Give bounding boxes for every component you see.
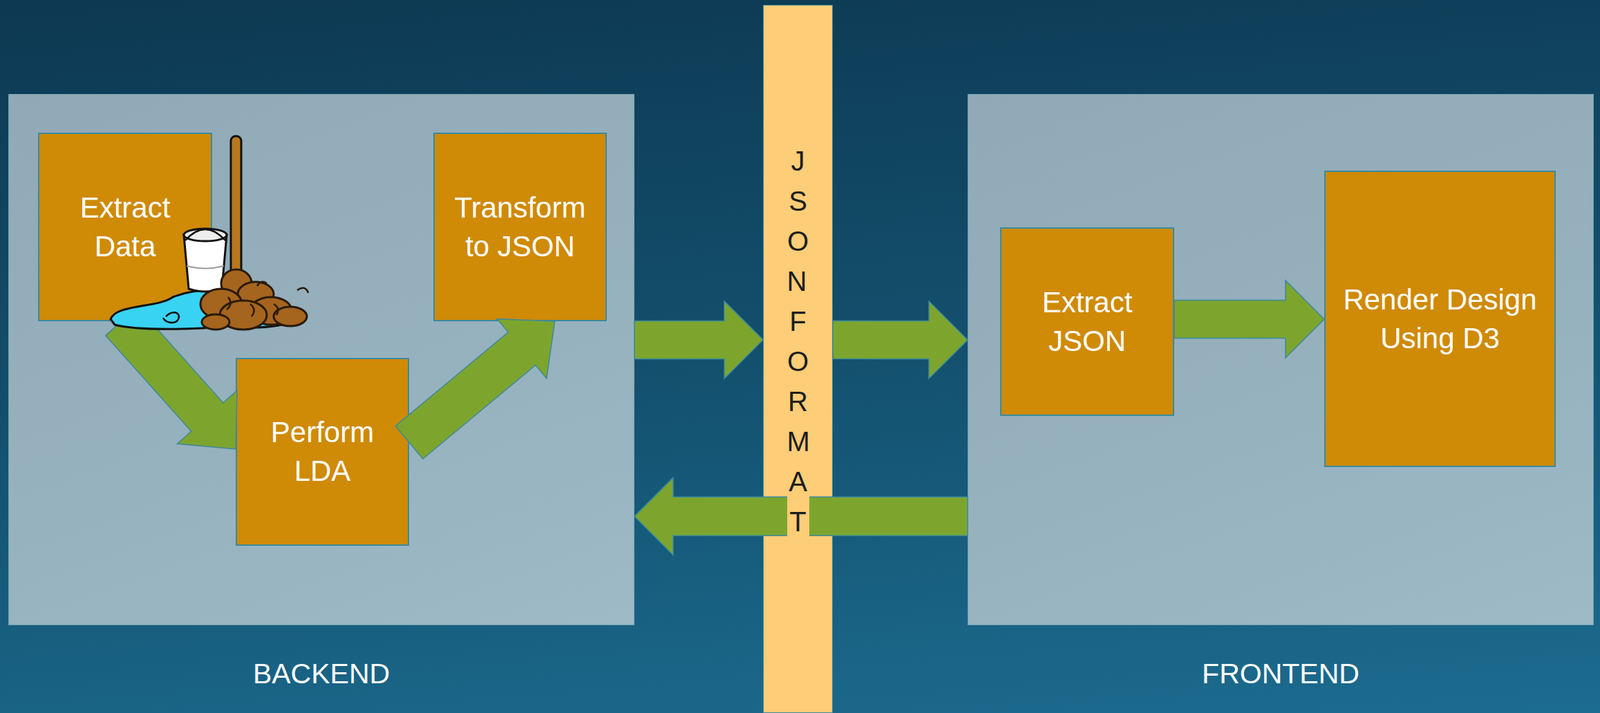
mop-curl xyxy=(226,297,231,310)
process-box: Render Design Using D3 xyxy=(1324,170,1556,468)
section-panel: FRONTENDExtract JSONRender Design Using … xyxy=(967,93,1594,626)
format-band: JSON FORMAT xyxy=(763,4,833,713)
section-panel: BACKENDExtract DataPerform LDATransform … xyxy=(8,93,635,626)
box-label: Extract JSON xyxy=(1012,283,1162,361)
process-box: Transform to JSON xyxy=(433,132,607,322)
block-arrow xyxy=(634,477,968,555)
mop-curl xyxy=(250,304,255,317)
box-label: Transform to JSON xyxy=(445,188,595,267)
bucket-rim xyxy=(183,228,227,242)
mop-curl xyxy=(297,288,309,294)
mop-head xyxy=(200,269,307,330)
process-box: Extract JSON xyxy=(1000,227,1175,417)
block-arrow xyxy=(1174,280,1325,359)
mop-curl xyxy=(273,304,278,316)
panel-label: FRONTEND xyxy=(968,657,1594,691)
mop-curl xyxy=(257,281,267,287)
block-arrow xyxy=(395,319,555,460)
water-puddle xyxy=(110,290,305,330)
block-arrow xyxy=(634,301,764,379)
mop-strand xyxy=(250,297,292,325)
mop-strand xyxy=(273,306,307,327)
bucket-body xyxy=(183,234,227,292)
mop-strand xyxy=(219,300,267,330)
panel-label: BACKEND xyxy=(8,657,634,691)
block-arrow xyxy=(832,301,968,379)
mop-strand xyxy=(237,281,274,307)
mop-strand xyxy=(201,314,230,330)
bucket-band xyxy=(186,266,224,269)
process-box: Extract Data xyxy=(38,132,213,322)
box-label: Perform LDA xyxy=(248,413,397,491)
mop-strand xyxy=(221,269,252,298)
band-label: JSON FORMAT xyxy=(787,140,810,542)
mop-curls xyxy=(226,281,309,317)
process-box: Perform LDA xyxy=(235,358,410,547)
box-label: Extract Data xyxy=(50,188,200,267)
box-label: Render Design Using D3 xyxy=(1336,280,1544,359)
block-arrow xyxy=(105,306,238,450)
mop-handle xyxy=(230,136,242,275)
puddle-swirl xyxy=(163,312,180,323)
mop-strand xyxy=(200,288,242,320)
bucket-handle xyxy=(185,229,226,241)
